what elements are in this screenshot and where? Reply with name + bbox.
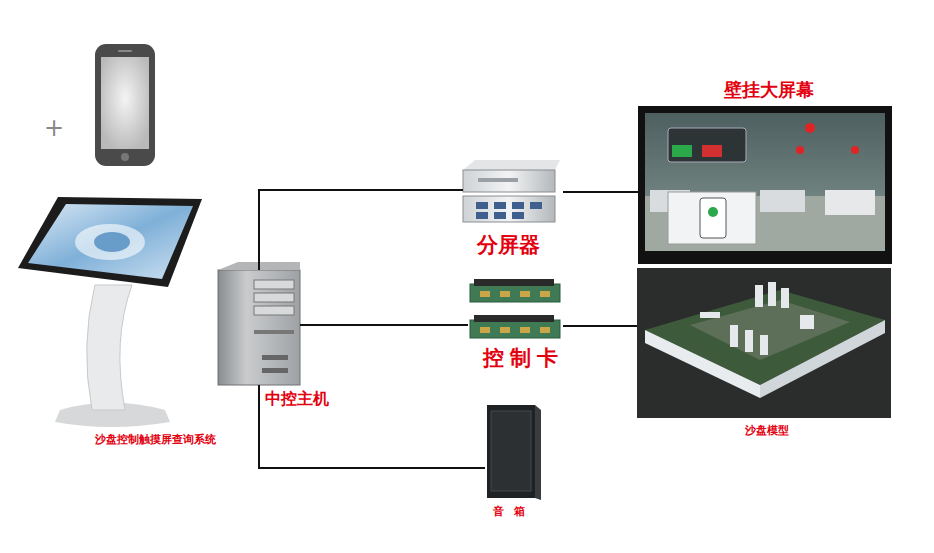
wire-line bbox=[300, 324, 468, 326]
host-tower bbox=[218, 262, 300, 385]
sandtable-node: 沙盘模型 bbox=[637, 268, 891, 418]
kiosk-node: 沙盘控制触摸屏查询系统 bbox=[20, 195, 205, 425]
wire-line bbox=[259, 190, 463, 270]
speaker-box bbox=[487, 405, 541, 500]
speaker-node: 音 箱 bbox=[485, 405, 541, 500]
device-label: 沙盘控制触摸屏查询系统 bbox=[95, 434, 216, 446]
wire-connector bbox=[259, 385, 485, 468]
control-card bbox=[470, 279, 560, 338]
wall-screen-node: 壁挂大屏幕 bbox=[638, 106, 892, 264]
wall-screen bbox=[638, 106, 892, 264]
wire-connector bbox=[300, 325, 468, 326]
wire-connector bbox=[563, 326, 637, 327]
plus-sign: + bbox=[44, 116, 64, 140]
device-label: 音 箱 bbox=[493, 506, 528, 518]
device-label: 控制卡 bbox=[483, 347, 564, 370]
device-label: 分屏器 bbox=[477, 234, 540, 257]
wire-connector bbox=[563, 192, 638, 193]
wire-line bbox=[563, 325, 637, 327]
sandtable-model bbox=[637, 268, 891, 418]
kiosk-illustration bbox=[18, 197, 202, 427]
wire-line bbox=[563, 191, 638, 193]
control-card-node: 控制卡 bbox=[468, 278, 563, 340]
device-label: 壁挂大屏幕 bbox=[724, 80, 814, 100]
phone-icon bbox=[95, 44, 155, 166]
device-label: 沙盘模型 bbox=[745, 425, 789, 437]
splitter-node: 分屏器 bbox=[463, 158, 563, 224]
wire-connector bbox=[259, 190, 463, 270]
wire-line bbox=[259, 385, 485, 468]
device-label: 中控主机 bbox=[265, 390, 329, 408]
host-node: 中控主机 bbox=[218, 270, 300, 385]
splitter-device bbox=[463, 160, 560, 222]
